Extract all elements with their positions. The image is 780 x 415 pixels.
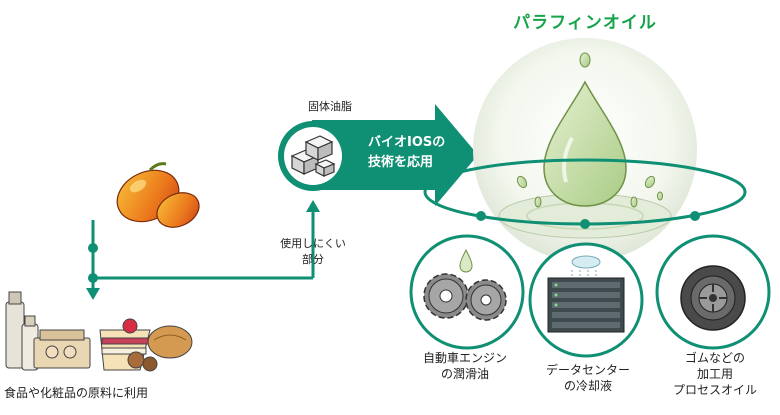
server-rack-icon: [547, 255, 625, 333]
application-label-engine: 自動車エンジン の潤滑油: [422, 351, 507, 381]
arrow-up-solid: [306, 200, 320, 212]
junction-dot: [88, 273, 98, 283]
junction-dot: [88, 243, 98, 253]
product-title: パラフィンオイル: [513, 13, 657, 33]
application-label-datacenter: データセンター の冷却液: [545, 363, 630, 393]
unused-parts-label: 使用しにくい 部分: [280, 237, 346, 266]
solid-fat-label: 固体油脂: [308, 100, 352, 113]
food-cosmetics-icon: [5, 291, 193, 372]
tire-icon: [680, 265, 746, 331]
arrow-down-food: [86, 288, 100, 300]
food-cosmetics-label: 食品や化粧品の原料に利用: [4, 386, 149, 400]
application-label-rubber: ゴムなどの 加工用 プロセスオイル: [672, 351, 757, 397]
mango-fruit-icon: [116, 162, 200, 228]
splash-droplets: [516, 175, 663, 208]
plant-material-label: 植物原料: [61, 148, 122, 166]
gears-icon: [423, 248, 507, 321]
fat-blocks-icon: [290, 135, 336, 177]
technology-label: バイオIOSの 技術を応用: [368, 135, 446, 170]
